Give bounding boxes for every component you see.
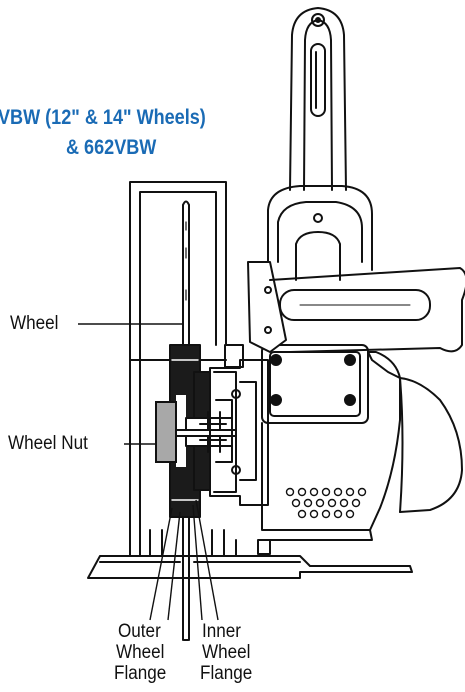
handle xyxy=(289,7,347,191)
label-inner-line3: Flange xyxy=(200,663,253,684)
gear-head xyxy=(209,344,269,506)
spindle xyxy=(175,411,237,453)
label-outer-line1: Outer xyxy=(118,621,161,642)
motor-housing xyxy=(259,351,463,541)
leader-lines xyxy=(78,323,219,621)
label-wheel: Wheel xyxy=(10,313,59,334)
diagram-heading-line1: VBW (12" & 14" Wheels) xyxy=(0,106,206,129)
vent-holes xyxy=(285,487,367,519)
label-inner-line2: Wheel xyxy=(202,642,251,663)
label-wheel-nut: Wheel Nut xyxy=(8,433,88,454)
motor-plate xyxy=(261,344,369,424)
label-outer-line3: Flange xyxy=(114,663,167,684)
wheel-nut xyxy=(155,401,177,463)
collar xyxy=(267,185,373,281)
label-outer-line2: Wheel xyxy=(116,642,165,663)
base-plate xyxy=(87,529,413,579)
label-inner-line1: Inner xyxy=(202,621,241,642)
throttle-lever xyxy=(247,261,465,353)
diagram-heading-line2: & 662VBW xyxy=(66,136,157,159)
